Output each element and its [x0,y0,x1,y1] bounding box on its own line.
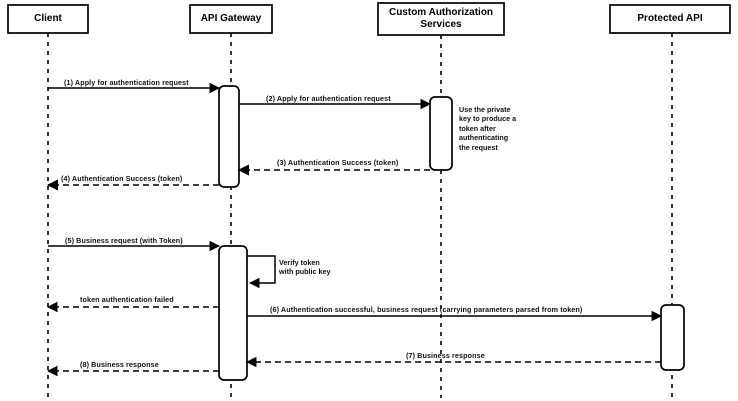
activation-bars-group [218,85,685,381]
self-message-group [247,255,276,289]
activation-bar-protected [660,304,685,371]
message-label-3: (3) Authentication Success (token) [277,158,399,167]
message-label-4: (4) Authentication Success (token) [61,174,183,183]
actor-label-protected: Protected API [637,13,703,24]
message-label-8: (8) Business response [80,360,159,369]
activation-bar-authsvc [429,96,453,171]
message-label-2: (2) Apply for authentication request [266,94,391,103]
self-message-label-verify-token: Verify token with public key [279,258,331,277]
note-private-key-note: Use the private key to produce a token a… [459,105,517,152]
self-message-arrow-verify-token [247,255,276,289]
message-label-5: (5) Business request (with Token) [65,236,183,245]
actor-label-client: Client [34,13,62,24]
actor-box-authsvc[interactable] [377,2,505,36]
actor-box-gateway[interactable] [189,4,273,34]
actor-label-authsvc: Custom Authorization Services [388,7,494,30]
actor-box-protected[interactable] [609,4,731,34]
message-label-fail: token authentication failed [80,295,174,304]
actor-label-gateway: API Gateway [200,13,262,24]
message-arrows-group [46,82,663,377]
message-label-1: (1) Apply for authentication request [64,78,189,87]
lifelines-group [47,33,673,398]
message-label-7: (7) Business response [406,351,485,360]
actor-boxes-group [7,2,731,36]
activation-bar-gateway [218,245,248,381]
message-label-6: (6) Authentication successful, business … [270,305,583,314]
activation-bar-gateway [218,85,240,188]
actor-box-client[interactable] [7,4,89,34]
